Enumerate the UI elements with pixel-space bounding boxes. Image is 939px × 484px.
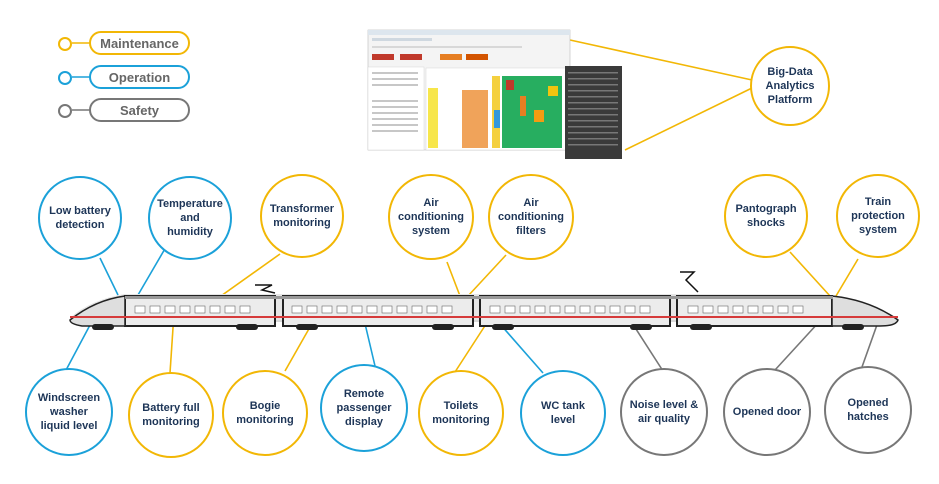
air-conditioning-system-bubble: Air conditioning system	[388, 174, 474, 260]
operation-legend-marker	[58, 71, 72, 85]
maintenance-legend-label: Maintenance	[89, 31, 190, 55]
opened-door-bubble: Opened door	[723, 368, 811, 456]
train-protection-bubble: Train protection system	[836, 174, 920, 258]
opened-hatches-bubble: Opened hatches	[824, 366, 912, 454]
battery-full-bubble: Battery full monitoring	[128, 372, 214, 458]
windscreen-washer-bubble: Windscreen washer liquid level	[25, 368, 113, 456]
pantograph-bubble: Pantograph shocks	[724, 174, 808, 258]
low-battery-bubble: Low battery detection	[38, 176, 122, 260]
dashboard-thumbnail	[367, 29, 622, 159]
air-conditioning-filters-bubble: Air conditioning filters	[488, 174, 574, 260]
maintenance-legend-marker	[58, 37, 72, 51]
noise-air-quality-bubble: Noise level & air quality	[620, 368, 708, 456]
train-illustration	[69, 271, 899, 330]
transformer-bubble: Transformer monitoring	[260, 174, 344, 258]
temperature-humidity-bubble: Temperature and humidity	[148, 176, 232, 260]
toilets-monitoring-bubble: Toilets monitoring	[418, 370, 504, 456]
operation-legend-label: Operation	[89, 65, 190, 89]
bogie-monitoring-bubble: Bogie monitoring	[222, 370, 308, 456]
remote-passenger-display-bubble: Remote passenger display	[320, 364, 408, 452]
safety-legend-label: Safety	[89, 98, 190, 122]
wc-tank-bubble: WC tank level	[520, 370, 606, 456]
safety-legend-marker	[58, 104, 72, 118]
big-data-platform-bubble: Big-Data Analytics Platform	[750, 46, 830, 126]
